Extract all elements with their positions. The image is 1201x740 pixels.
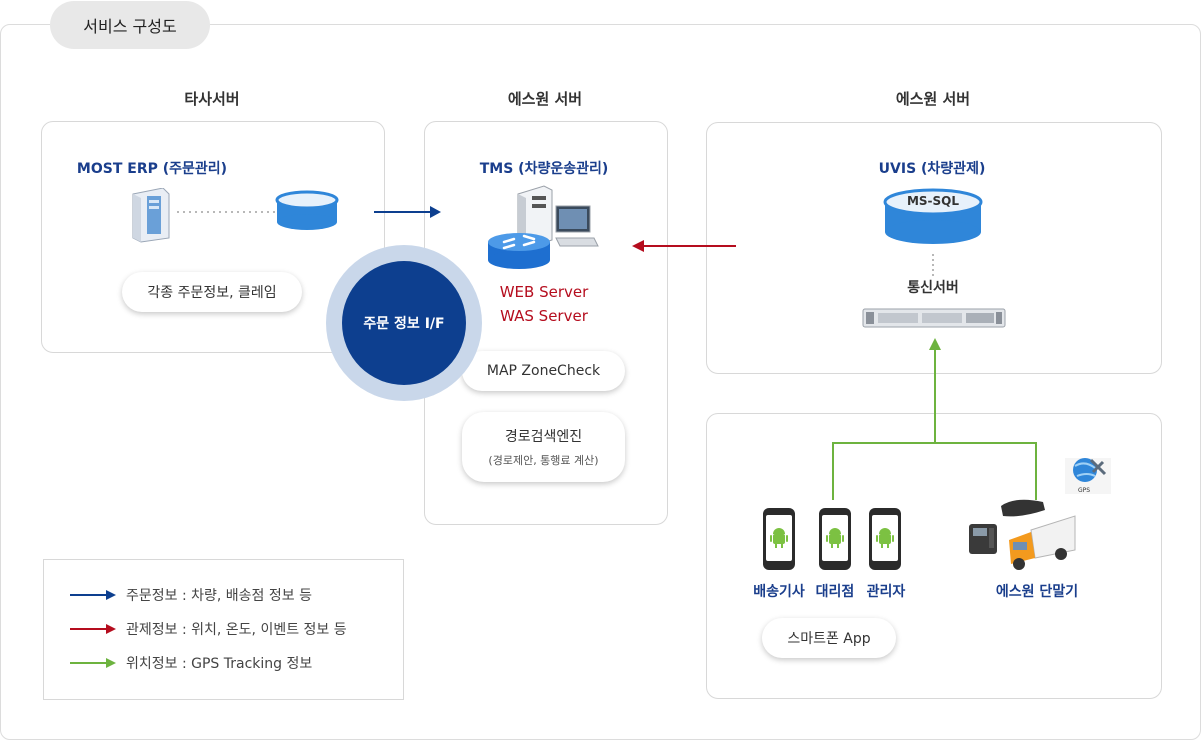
s1-terminal-graphic: GPS: [969, 458, 1111, 570]
role-driver: 배송기사: [753, 584, 805, 600]
route-engine-title: 경로검색엔진: [504, 429, 583, 445]
ms-sql-database-icon: [883, 188, 983, 244]
smartphone-app-pill: 스마트폰 App: [762, 618, 896, 658]
erp-title: MOST ERP (주문관리): [76, 161, 228, 177]
erp-server-graphic: [132, 188, 339, 243]
route-engine-pill: 경로검색엔진 (경로제안, 통행료 계산): [462, 412, 625, 482]
legend-location-info: 위치정보 : GPS Tracking 정보: [70, 653, 312, 673]
legend: 주문정보 : 차량, 배송점 정보 등 관제정보 : 위치, 온도, 이벤트 정…: [43, 559, 404, 700]
pc-tower-icon: [132, 188, 170, 243]
terminal-device-icon: [1001, 499, 1045, 517]
was-server-label: WAS Server: [500, 307, 588, 325]
rack-server-icon: [862, 308, 1006, 328]
uvis-title: UVIS (차량관제): [878, 161, 986, 177]
column-title-middle: 에스원 서버: [507, 90, 583, 108]
legend-arrow-navy: [70, 590, 116, 600]
route-engine-subtitle: (경로제안, 통행료 계산): [488, 454, 599, 467]
terminal-label: 에스원 단말기: [995, 584, 1079, 600]
agency-phone-icon: [819, 508, 851, 570]
tms-title: TMS (차량운송관리): [479, 161, 609, 177]
android-icon: [876, 528, 894, 548]
legend-order-info: 주문정보 : 차량, 배송점 정보 등: [70, 585, 312, 605]
tms-server-graphic: [488, 185, 599, 269]
driver-phone-icon: [763, 508, 795, 570]
legend-control-text: 관제정보 : 위치, 온도, 이벤트 정보 등: [126, 622, 347, 638]
control-flow-arrow: [632, 240, 736, 252]
truck-icon: [1009, 515, 1076, 570]
gps-globe-icon: GPS: [1065, 458, 1111, 494]
comm-server-label: 통신서버: [907, 280, 959, 296]
router-icon: [488, 233, 550, 269]
web-server-label: WEB Server: [499, 283, 589, 301]
ms-sql-label: MS-SQL: [906, 194, 960, 208]
tab-label: 서비스 구성도: [83, 17, 177, 36]
android-icon: [770, 528, 788, 548]
column-title-left: 타사서버: [184, 90, 240, 108]
role-manager: 관리자: [866, 584, 906, 600]
erp-info-pill: 각종 주문정보, 클레임: [122, 272, 302, 312]
smartphone-app-label: 스마트폰 App: [787, 631, 871, 647]
legend-arrow-green: [70, 658, 116, 668]
tab-service-diagram[interactable]: 서비스 구성도: [50, 1, 210, 49]
order-flow-arrow: [374, 206, 441, 218]
column-title-right: 에스원 서버: [895, 90, 971, 108]
erp-info-pill-label: 각종 주문정보, 클레임: [147, 285, 277, 301]
interface-circle-label: 주문 정보 I/F: [363, 316, 445, 332]
role-agency: 대리점: [815, 584, 855, 600]
legend-arrow-red: [70, 624, 116, 634]
legend-control-info: 관제정보 : 위치, 온도, 이벤트 정보 등: [70, 619, 347, 639]
gps-flow-lines: [832, 338, 1037, 500]
legend-order-text: 주문정보 : 차량, 배송점 정보 등: [126, 588, 312, 604]
interface-circle: 주문 정보 I/F: [342, 261, 466, 385]
db-link-dots: [932, 254, 934, 276]
map-zonecheck-label: MAP ZoneCheck: [486, 363, 601, 379]
gps-text: GPS: [1078, 487, 1090, 494]
legend-location-text: 위치정보 : GPS Tracking 정보: [126, 656, 313, 672]
manager-phone-icon: [869, 508, 901, 570]
database-icon: [275, 190, 339, 230]
map-zonecheck-pill: MAP ZoneCheck: [462, 351, 625, 391]
android-icon: [826, 528, 844, 548]
reader-device-icon: [969, 524, 997, 554]
panel-s1-uvis-server: [706, 122, 1162, 374]
